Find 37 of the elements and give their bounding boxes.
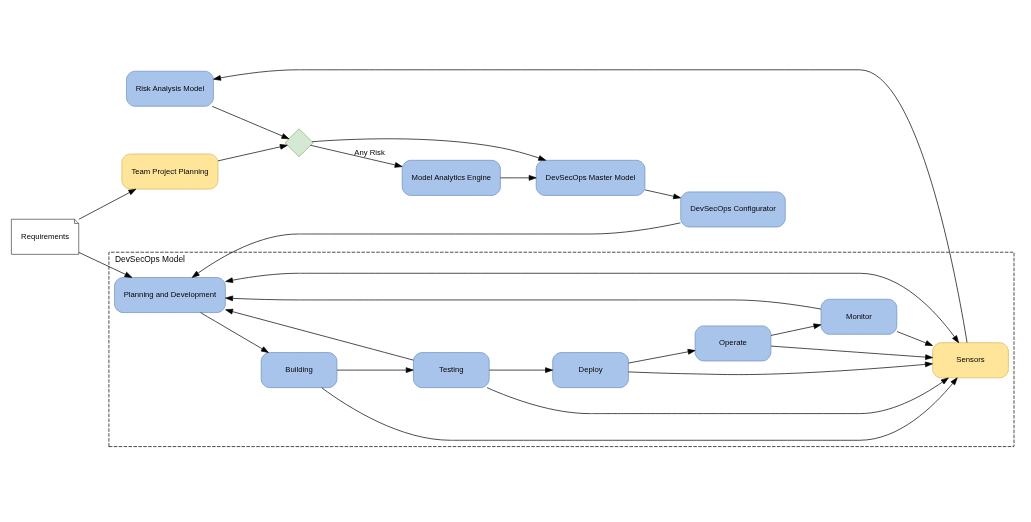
node-box: Building — [260, 352, 338, 388]
arrow — [225, 308, 414, 361]
node-box: Planning and Development — [114, 277, 226, 313]
arrow — [310, 144, 403, 168]
node-diamond — [284, 128, 314, 158]
arrow — [628, 349, 696, 364]
arrow — [644, 189, 681, 200]
arrow — [217, 144, 288, 162]
arrow — [200, 312, 269, 353]
node-box: Risk Analysis Model — [126, 70, 214, 107]
arrow — [488, 367, 553, 373]
arrow — [225, 295, 822, 310]
arrow — [225, 272, 959, 344]
arrow — [500, 175, 537, 181]
node-box: DevSecOps Master Model — [535, 159, 646, 196]
node-box: DevSecOps Configurator — [680, 191, 786, 228]
edge-label: Any Risk — [354, 147, 385, 157]
arrow — [311, 138, 547, 161]
arrow — [191, 222, 681, 278]
node-box: Team Project Planning — [121, 153, 219, 190]
node-box: Operate — [694, 325, 772, 362]
arrow — [770, 345, 933, 360]
arrow — [213, 69, 968, 343]
arrow — [211, 106, 290, 140]
arrow — [336, 367, 414, 373]
arrow — [321, 377, 958, 441]
node-box: Sensors — [932, 342, 1009, 379]
arrow — [770, 323, 822, 336]
node-box: Deploy — [552, 352, 629, 388]
arrow — [628, 361, 933, 375]
arrow — [486, 377, 949, 414]
arrow — [78, 252, 133, 278]
node-box: Testing — [413, 352, 490, 388]
node-box: Monitor — [820, 298, 898, 335]
node-box: Model Analytics Engine — [401, 159, 501, 196]
arrow — [78, 188, 137, 220]
arrow — [896, 331, 933, 346]
